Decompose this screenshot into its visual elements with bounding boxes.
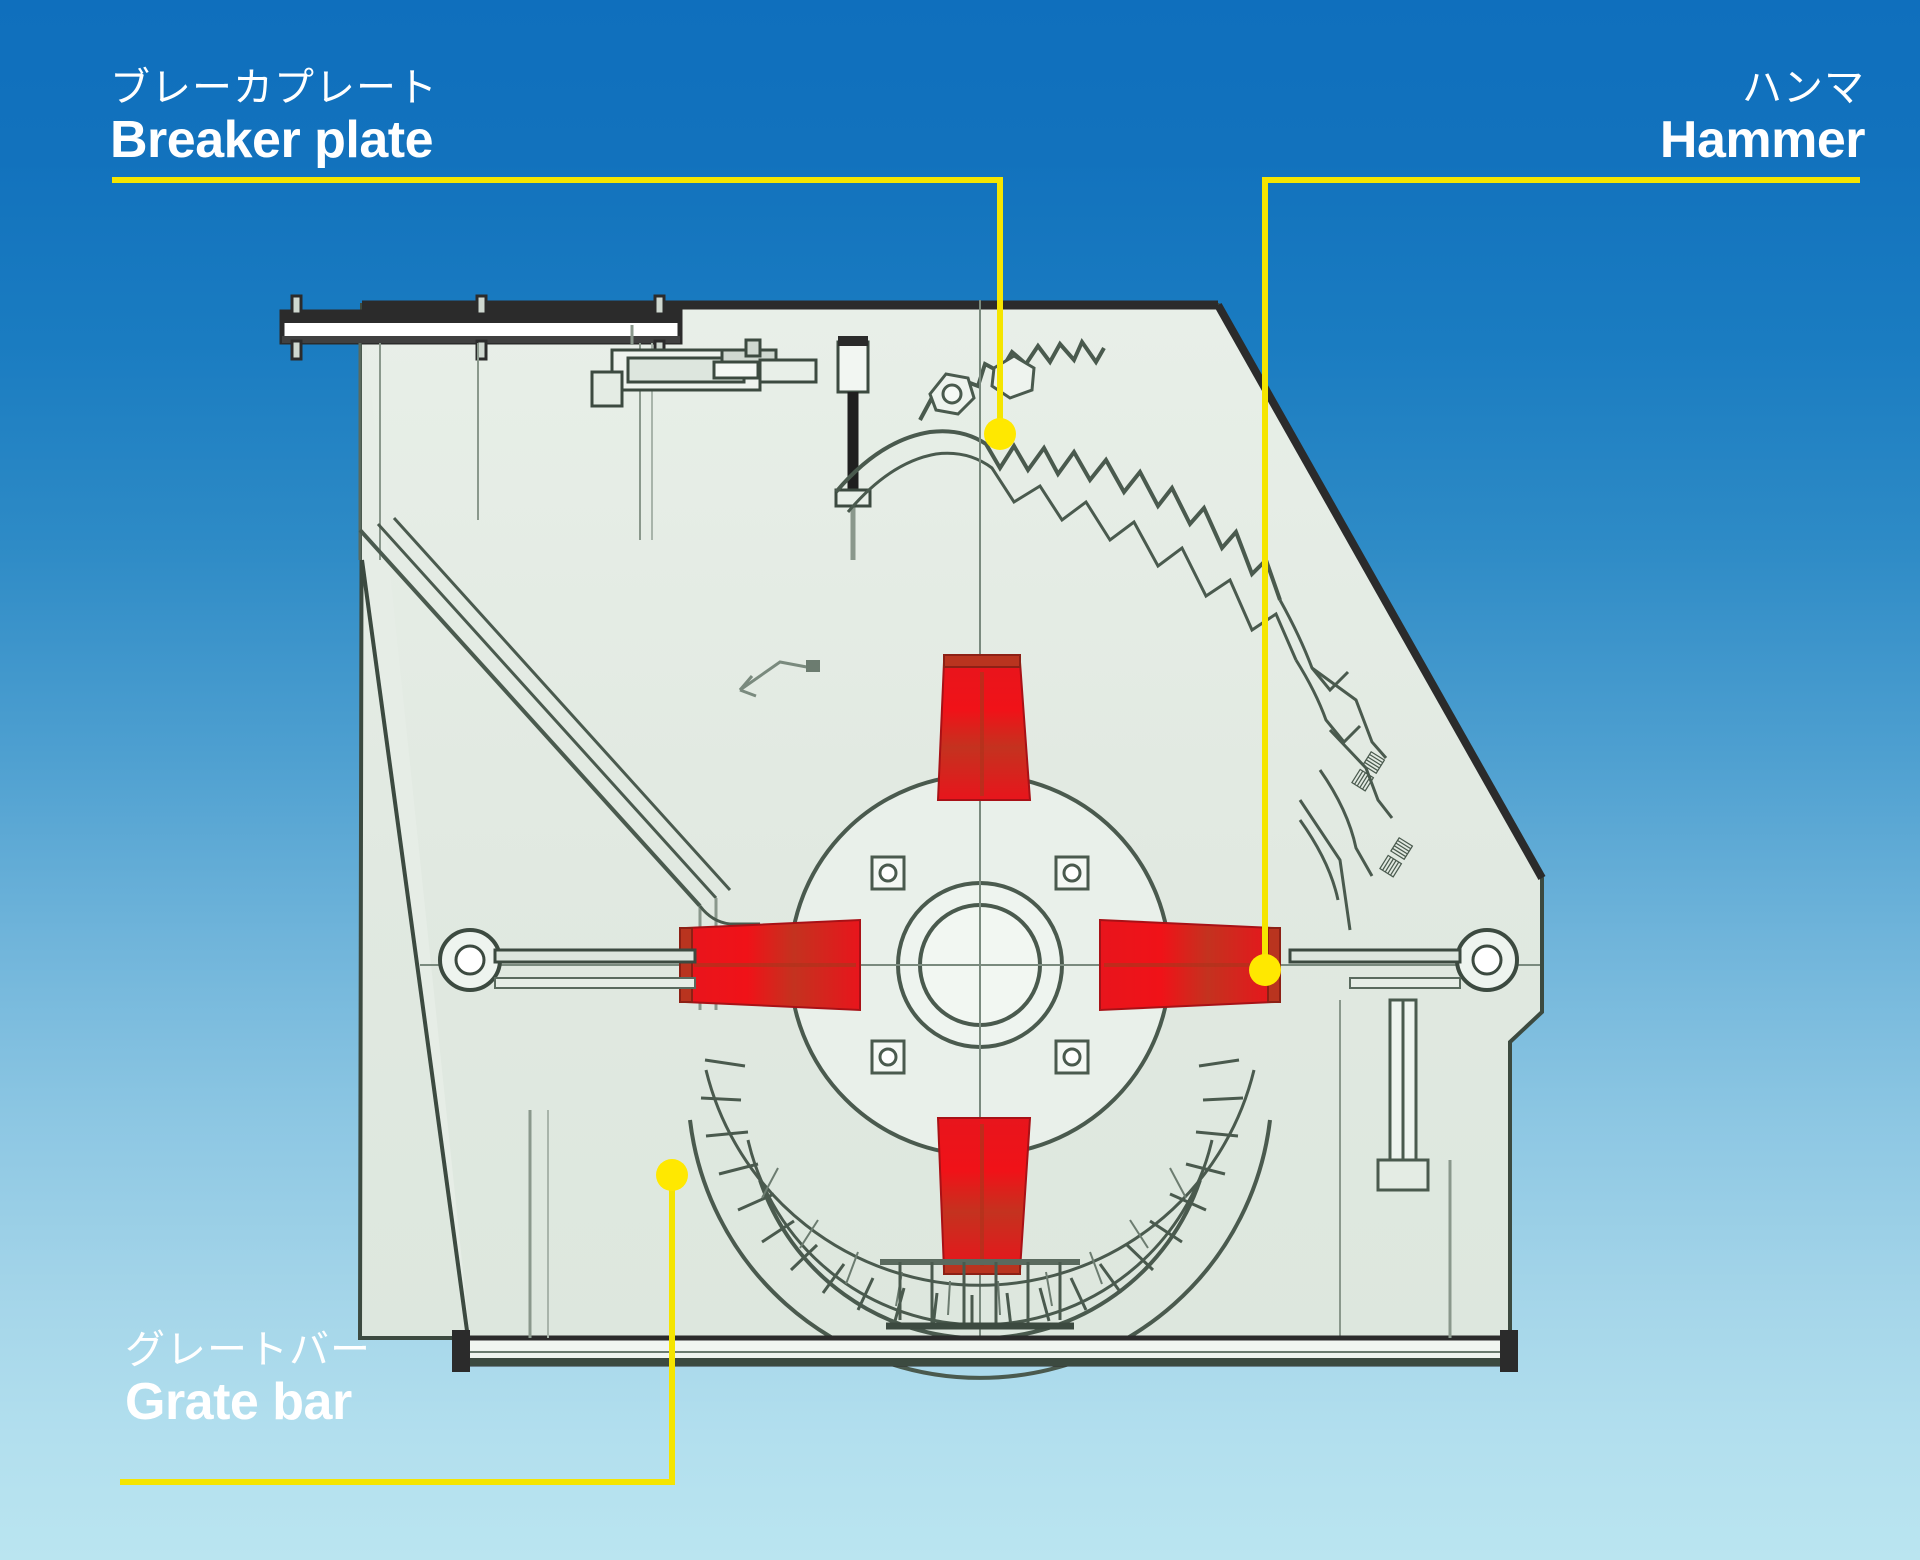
callout-breaker-plate-jp: ブレーカプレート [110, 66, 438, 110]
callout-hammer: ハンマ Hammer [1659, 66, 1866, 169]
feed-inlet-flange [279, 294, 683, 560]
hammer-left [679, 918, 861, 1012]
left-pivot-boss [438, 928, 697, 992]
housing-diagonal-cap [1214, 303, 1546, 880]
callout-grate-bar-jp: グレートバー [125, 1328, 371, 1372]
callout-grate-bar-en: Grate bar [125, 1373, 352, 1431]
hammer-bottom [936, 1117, 1032, 1275]
leader-dot-grate-bar [656, 1159, 688, 1191]
callout-breaker-plate: ブレーカプレート Breaker plate [110, 68, 438, 166]
grate-bar [688, 1058, 1272, 1380]
callout-breaker-plate-en: Breaker plate [110, 111, 434, 169]
leader-dot-hammer [1249, 954, 1281, 986]
leader-grate-bar [120, 1175, 675, 1485]
breaker-plate-adjuster [590, 336, 872, 560]
right-support-linkage [1298, 799, 1430, 1338]
housing-left-edge [360, 559, 470, 1339]
leader-dot-breaker-plate [984, 418, 1016, 450]
grate-bar-slots [761, 1167, 1187, 1316]
rotor-bolts [870, 855, 1090, 1075]
hammer-top [936, 654, 1032, 801]
leader-breaker-plate [112, 177, 1003, 428]
callout-hammer-jp: ハンマ [1742, 66, 1865, 110]
grate-bar-outer-arc [688, 1119, 1272, 1380]
base-plate [452, 1110, 1518, 1372]
rotor-assembly [420, 300, 1540, 1340]
callout-hammer-en: Hammer [1659, 111, 1866, 169]
callout-grate-bar: グレートバー Grate bar [125, 1330, 371, 1428]
section-arrow-annotation [738, 660, 820, 698]
leader-hammer [1262, 177, 1860, 970]
callout-leaders [112, 177, 1860, 1485]
right-pivot-boss [1288, 928, 1519, 992]
